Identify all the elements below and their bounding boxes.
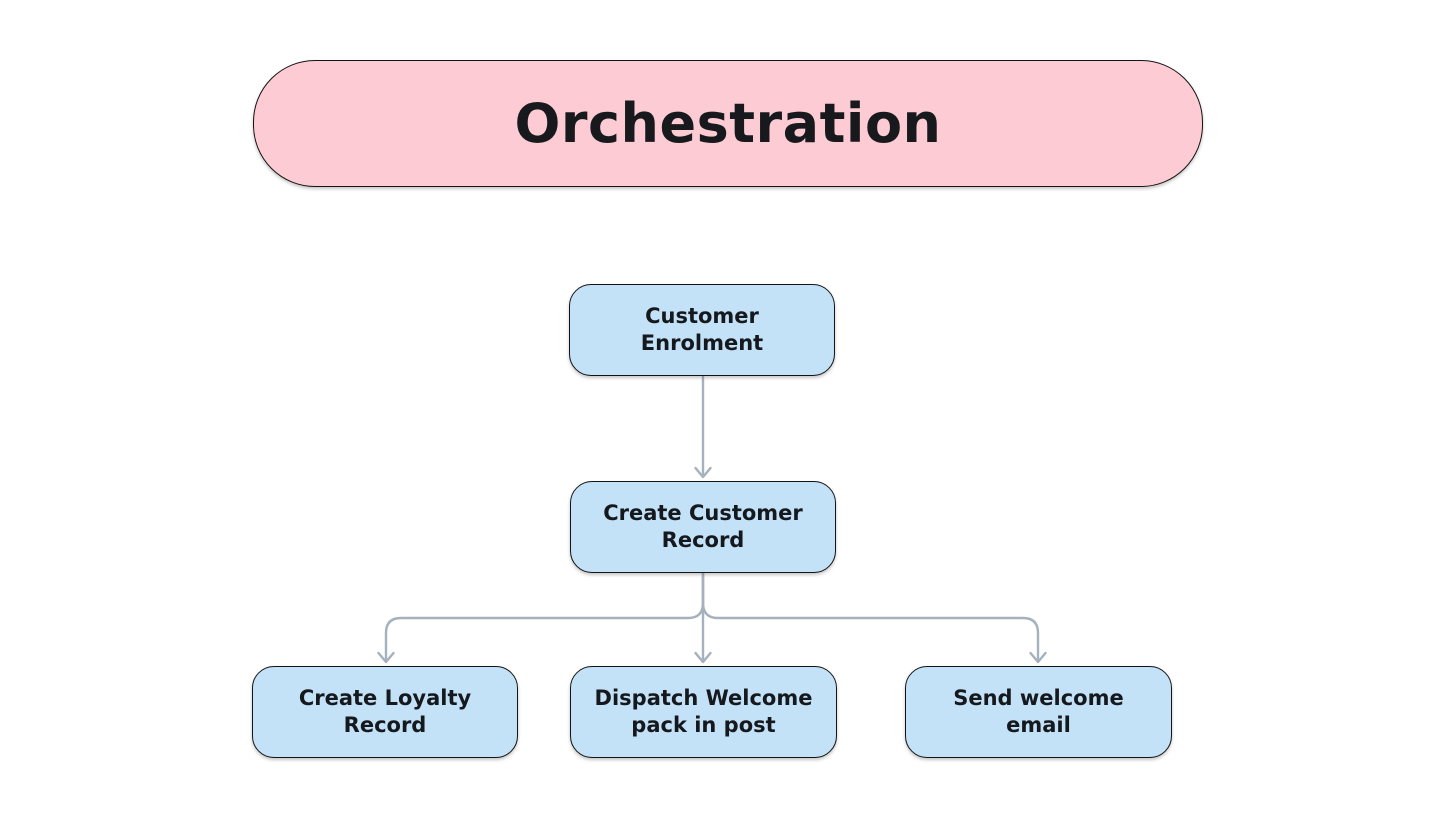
arrowhead-loyalty [377, 651, 395, 664]
arrowhead-create-record [694, 466, 712, 479]
node-create-loyalty-record: Create Loyalty Record [252, 666, 518, 758]
node-dispatch-welcome-pack: Dispatch Welcome pack in post [570, 666, 837, 758]
node-label: Create Customer Record [603, 501, 803, 552]
edge-create-record-to-email [701, 571, 1040, 661]
node-customer-enrolment: Customer Enrolment [569, 284, 835, 376]
node-label: Customer Enrolment [640, 304, 764, 355]
arrowhead-dispatch [694, 651, 712, 664]
node-label: Send welcome email [953, 686, 1124, 737]
diagram-title: Orchestration [514, 92, 942, 155]
node-label: Dispatch Welcome pack in post [594, 686, 813, 737]
node-create-customer-record: Create Customer Record [570, 481, 836, 573]
arrowhead-email [1029, 651, 1047, 664]
diagram-title-pill: Orchestration [253, 60, 1203, 187]
node-label: Create Loyalty Record [298, 686, 472, 737]
node-send-welcome-email: Send welcome email [905, 666, 1172, 758]
edge-create-record-to-loyalty [384, 571, 705, 661]
